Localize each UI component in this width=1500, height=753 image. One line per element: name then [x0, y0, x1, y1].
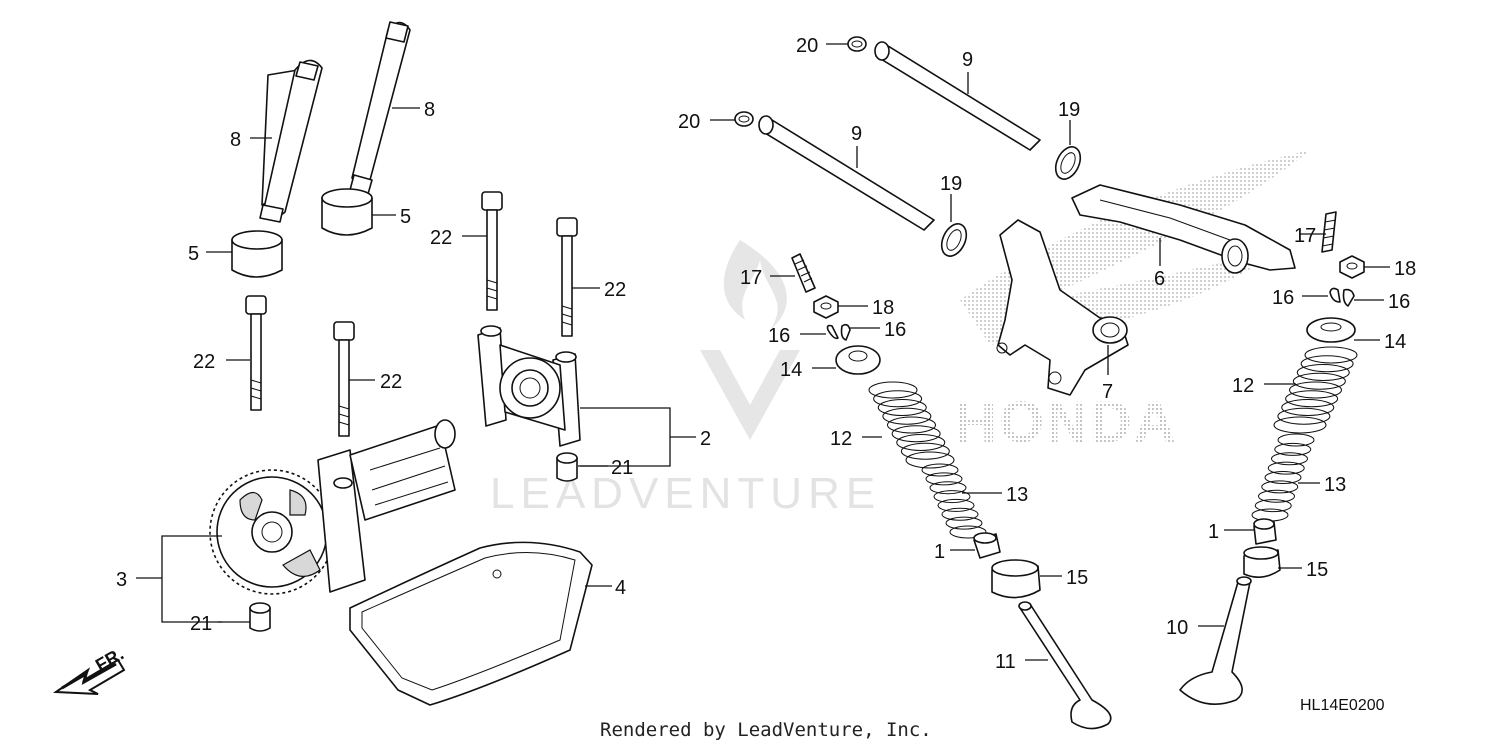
part-8-pin-left[interactable] — [259, 59, 323, 223]
part-5-bushing-right[interactable] — [321, 188, 373, 236]
part-1-seal-right[interactable] — [1253, 518, 1277, 545]
callout-5-right: 5 — [400, 206, 411, 228]
part-22-bolt-3[interactable] — [481, 191, 503, 311]
part-12-spring-outer-left[interactable] — [868, 381, 955, 469]
part-13-spring-inner-right[interactable] — [1251, 433, 1315, 522]
callout-21-lower: 21 — [190, 613, 212, 635]
callout-15-left: 15 — [1066, 567, 1088, 589]
callout-19-upper: 19 — [1058, 99, 1080, 121]
callout-13-right: 13 — [1324, 474, 1346, 496]
callout-15-right: 15 — [1306, 559, 1328, 581]
callout-10: 10 — [1166, 617, 1188, 639]
part-22-bolt-1[interactable] — [245, 295, 267, 411]
part-15-seat-left[interactable] — [991, 559, 1041, 599]
callout-4: 4 — [615, 577, 626, 599]
callout-20-lower: 20 — [678, 111, 700, 133]
part-19-seal-upper[interactable] — [1051, 143, 1085, 183]
part-14-retainer-left[interactable] — [835, 345, 881, 375]
part-21-dowel-lower[interactable] — [249, 602, 271, 632]
callout-12-left: 12 — [830, 428, 852, 450]
part-22-bolt-2[interactable] — [333, 321, 355, 437]
callout-18-left: 18 — [872, 297, 894, 319]
part-14-retainer-right[interactable] — [1306, 317, 1356, 343]
callout-9-upper: 9 — [962, 49, 973, 71]
part-3-camshaft-sprocket[interactable] — [209, 419, 456, 595]
part-16-cotter-right[interactable] — [1329, 287, 1355, 307]
part-13-spring-inner-left[interactable] — [921, 463, 987, 539]
part-15-seat-right[interactable] — [1243, 546, 1281, 578]
footer-credit: Rendered by LeadVenture, Inc. — [600, 719, 932, 741]
callout-8-left: 8 — [230, 129, 241, 151]
callout-18-right: 18 — [1394, 258, 1416, 280]
callout-16-right-a: 16 — [1272, 287, 1294, 309]
part-19-seal-lower[interactable] — [937, 220, 971, 260]
leadventure-watermark-text: LEADVENTURE — [490, 469, 881, 518]
callout-21-upper: 21 — [611, 457, 633, 479]
part-22-bolt-4[interactable] — [556, 217, 578, 337]
part-10-valve-intake[interactable] — [1179, 576, 1252, 706]
part-17-adjuster-screw-left[interactable] — [791, 253, 816, 293]
diagram-code: HL14E0200 — [1300, 697, 1385, 714]
callout-22-1: 22 — [193, 351, 215, 373]
part-6-rocker-arm[interactable] — [1071, 184, 1296, 274]
callout-11: 11 — [995, 651, 1016, 673]
part-1-seal-left[interactable] — [973, 532, 1001, 559]
part-16-cotter-left[interactable] — [826, 323, 851, 341]
callout-7: 7 — [1102, 381, 1113, 403]
part-9-shaft-upper[interactable] — [874, 41, 1041, 151]
part-17-adjuster-screw-right[interactable] — [1321, 211, 1337, 253]
part-8-pin-right[interactable] — [349, 21, 411, 195]
callout-12-right: 12 — [1232, 375, 1254, 397]
leadventure-watermark: LEADVENTURE — [490, 240, 881, 518]
callout-13-left: 13 — [1006, 484, 1028, 506]
callout-20-upper: 20 — [796, 35, 818, 57]
callout-16-left-b: 16 — [884, 319, 906, 341]
callout-1-left: 1 — [934, 541, 945, 563]
part-5-bushing-left[interactable] — [231, 230, 283, 278]
brand-watermark-text: HONDA — [955, 390, 1178, 455]
callout-22-2: 22 — [380, 371, 402, 393]
part-9-shaft-lower[interactable] — [758, 115, 935, 231]
callout-1-right: 1 — [1208, 521, 1219, 543]
callout-5-left: 5 — [188, 243, 199, 265]
callout-17-left: 17 — [740, 267, 762, 289]
callout-3: 3 — [116, 569, 127, 591]
callout-17-right: 17 — [1294, 225, 1316, 247]
part-20-oring-upper[interactable] — [847, 36, 867, 52]
part-12-spring-outer-right[interactable] — [1273, 346, 1358, 434]
part-11-valve-exhaust[interactable] — [1018, 601, 1112, 730]
part-18-nut-left[interactable] — [813, 295, 839, 319]
callout-16-left-a: 16 — [768, 325, 790, 347]
part-2-camshaft-holder[interactable] — [477, 325, 581, 447]
part-20-oring-lower[interactable] — [734, 111, 754, 127]
callout-16-right-b: 16 — [1388, 291, 1410, 313]
callout-9-lower: 9 — [851, 123, 862, 145]
callout-19-lower: 19 — [940, 173, 962, 195]
part-4-gasket[interactable] — [349, 541, 593, 706]
callout-22-3: 22 — [430, 227, 452, 249]
front-direction-arrow: FR. — [52, 644, 127, 695]
callout-6: 6 — [1154, 268, 1165, 290]
part-18-nut-right[interactable] — [1339, 255, 1365, 279]
callout-14-right: 14 — [1384, 331, 1406, 353]
callout-14-left: 14 — [780, 359, 802, 381]
callout-22-4: 22 — [604, 279, 626, 301]
callout-8-right: 8 — [424, 99, 435, 121]
part-7-rocker-arm[interactable] — [996, 219, 1129, 396]
callout-2: 2 — [700, 428, 711, 450]
part-21-dowel-upper[interactable] — [556, 452, 578, 482]
